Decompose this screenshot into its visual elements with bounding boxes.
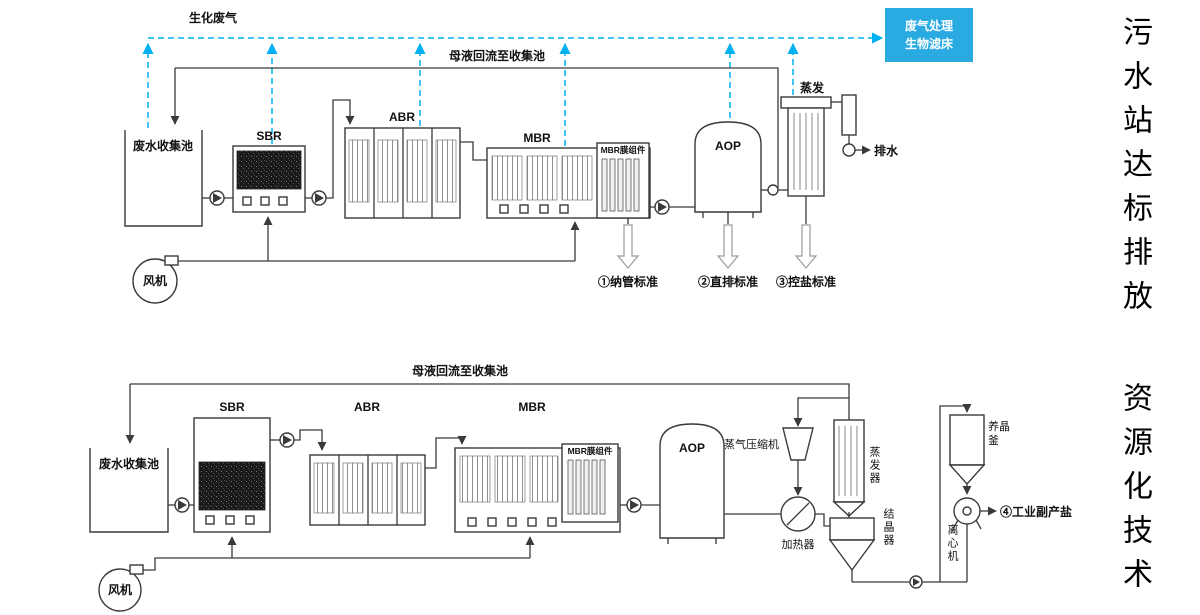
- bottom-collection-tank-label: 废水收集池: [99, 456, 159, 471]
- top-collection-tank: 废水收集池: [124, 130, 203, 227]
- top-abr-label: ABR: [389, 110, 415, 124]
- bottom-reflux-line: 母液回流至收集池: [125, 363, 850, 444]
- evaporator-label: 蒸发器: [868, 446, 880, 485]
- bottom-flow: 母液回流至收集池 废水收集池 SBR: [89, 363, 1072, 612]
- bottom-collection-tank: 废水收集池: [89, 448, 169, 533]
- bottom-crystal-kettle: [948, 414, 986, 495]
- salt-output-label: ④工业副产盐: [1000, 504, 1072, 519]
- bottom-heater-evap-pipe: [815, 513, 830, 527]
- bottom-feed-pump: [168, 497, 194, 513]
- biogas-label: 生化废气: [189, 10, 237, 25]
- top-evaporator: 蒸发 排水: [780, 80, 899, 197]
- gas-box-line2: 生物滤床: [905, 36, 954, 51]
- top-mbr-tank: MBR MBR膜组件: [486, 131, 651, 219]
- outlet1-label: ①纳管标准: [598, 274, 658, 289]
- outlet2-arrow: [716, 224, 740, 269]
- top-mbr-membrane-label: MBR膜组件: [601, 145, 646, 155]
- crystal-kettle-label: 养晶釜: [988, 421, 1010, 448]
- bottom-compressor: 蒸气压缩机: [724, 397, 850, 496]
- bottom-aop-label: AOP: [679, 441, 705, 455]
- bottom-mbr-aop-pipe: [620, 497, 660, 513]
- outlet3-label: ③控盐标准: [776, 274, 836, 289]
- bottom-abr-label: ABR: [354, 400, 380, 414]
- heater-label: 加热器: [782, 538, 815, 551]
- outlet2-label: ②直排标准: [698, 274, 758, 289]
- top-mbr-aop-pipe: [650, 199, 695, 215]
- bottom-mbr-membrane-module: MBR膜组件: [561, 443, 619, 523]
- side-title: 污水站达标排放 资源化技术: [1112, 16, 1156, 612]
- bottom-reflux-label: 母液回流至收集池: [412, 363, 508, 378]
- bottom-mbr-label: MBR: [518, 400, 546, 414]
- top-flow: 生化废气 废气处理 生物滤床 母液回流至收集池 废水收集池: [124, 8, 973, 304]
- bottom-fan-label: 风机: [108, 582, 132, 597]
- top-feed-pump: [202, 190, 233, 206]
- top-mbr-label: MBR: [523, 131, 551, 145]
- bottom-crystallizer: [828, 517, 876, 572]
- top-aop-vessel: AOP: [694, 121, 762, 218]
- bottom-loop-piping: [851, 403, 972, 589]
- top-reflux-line: 母液回流至收集池: [170, 48, 779, 188]
- top-outlets: ①纳管标准 ②直排标准 ③控盐标准: [598, 196, 836, 289]
- crystallizer-label: 结晶器: [882, 508, 894, 547]
- bottom-mbr-membrane-label: MBR膜组件: [568, 446, 613, 456]
- top-sbr-tank: SBR: [232, 129, 306, 213]
- bottom-centrifuge: ④工业副产盐: [952, 497, 1072, 530]
- top-aop-evap-pipe: [761, 184, 788, 196]
- bottom-abr-tank: ABR: [309, 400, 426, 526]
- gas-box-line1: 废气处理: [905, 18, 953, 33]
- top-fan: 风机: [132, 216, 580, 304]
- side-title-line2: 资源化技术: [1117, 381, 1152, 602]
- bottom-heater: 加热器: [780, 496, 816, 551]
- bottom-sbr-abr-pipe: [270, 429, 327, 451]
- top-condenser-column: [841, 94, 857, 136]
- bottom-abr-mbr-pipe: [425, 435, 467, 469]
- top-gas-collection: 生化废气 废气处理 生物滤床: [142, 8, 973, 146]
- top-aop-label: AOP: [715, 139, 741, 153]
- top-collection-tank-label: 废水收集池: [133, 138, 193, 153]
- top-reflux-label: 母液回流至收集池: [449, 48, 545, 63]
- centrifuge-label: 离心机: [946, 524, 958, 563]
- bottom-fan: 风机: [98, 536, 535, 612]
- compressor-label: 蒸气压缩机: [724, 437, 779, 451]
- top-drain-label: 排水: [874, 143, 899, 158]
- outlet1-arrow: [616, 224, 640, 269]
- top-sbr-abr-pipe: [305, 99, 355, 206]
- bottom-sbr-tank: SBR: [193, 400, 271, 533]
- bottom-sbr-label: SBR: [219, 400, 245, 414]
- bottom-aop-vessel: AOP: [659, 423, 725, 544]
- top-abr-tank: ABR: [344, 110, 461, 219]
- top-evaporation-label: 蒸发: [800, 80, 825, 95]
- top-abr-mbr-pipe: [460, 141, 487, 161]
- top-mbr-membrane-module: MBR膜组件: [596, 142, 650, 219]
- outlet3-arrow: [794, 224, 818, 269]
- side-title-line1: 污水站达标排放: [1117, 16, 1152, 324]
- top-sbr-label: SBR: [256, 129, 282, 143]
- bottom-evaporator: [832, 419, 866, 520]
- top-fan-label: 风机: [143, 273, 167, 288]
- gas-treatment-box: 废气处理 生物滤床: [885, 8, 973, 62]
- bottom-mbr-tank: MBR MBR膜组件: [454, 400, 621, 533]
